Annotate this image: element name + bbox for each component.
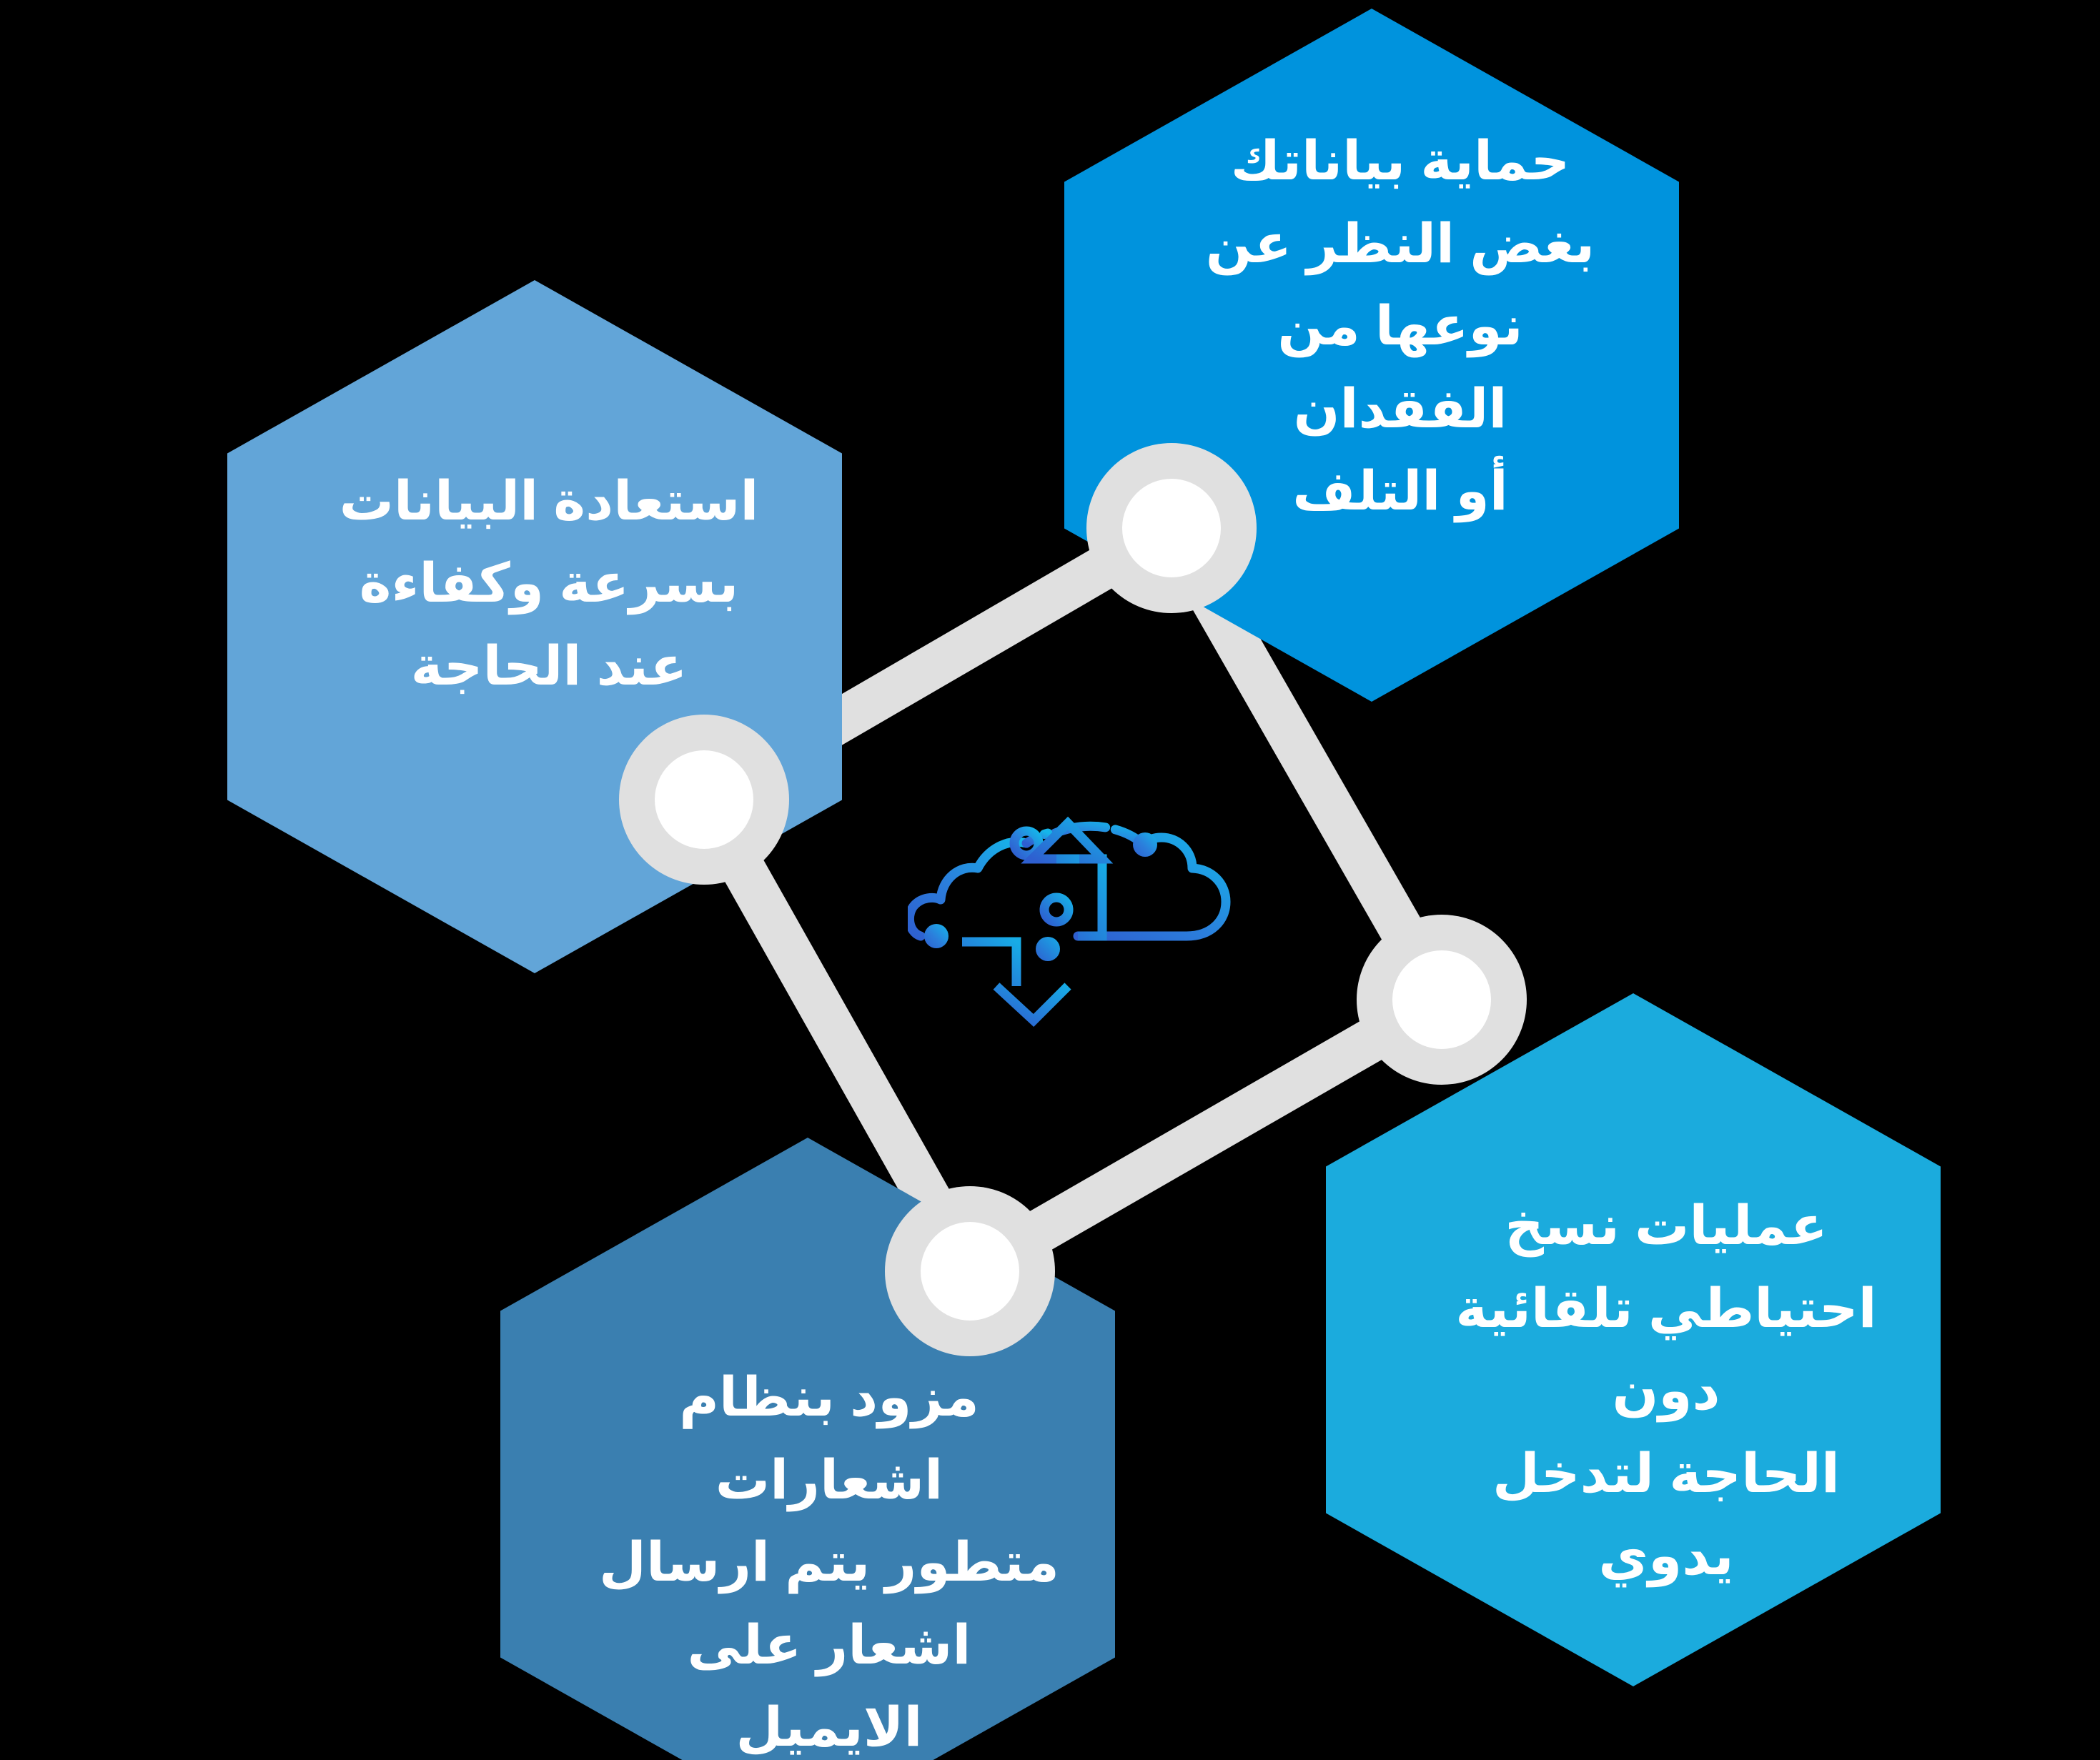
hex-card-notifications-text: مزود بنظام اشعارات متطور يتم ارسال اشعار… [599,1367,1059,1759]
cloud-sync-icon [908,816,1231,1028]
hex-card-restore-text: استعادة البيانات بسرعة وكفاءة عند الحاجة [339,470,759,697]
node-circle-notifications[interactable] [885,1186,1055,1356]
node-circle-restore[interactable] [619,715,789,885]
node-circle-protection[interactable] [1086,443,1257,613]
hex-card-automatic-backup-text: عمليات نسخ احتياطي تلقائية دون الحاجة لت… [1455,1195,1877,1587]
hex-card-protection-text: حماية بياناتك بغض النظر عن نوعها من الفق… [1205,131,1595,522]
node-circle-automatic[interactable] [1357,915,1527,1085]
hex-card-automatic-backup[interactable]: عمليات نسخ احتياطي تلقائية دون الحاجة لت… [1326,993,1941,1686]
